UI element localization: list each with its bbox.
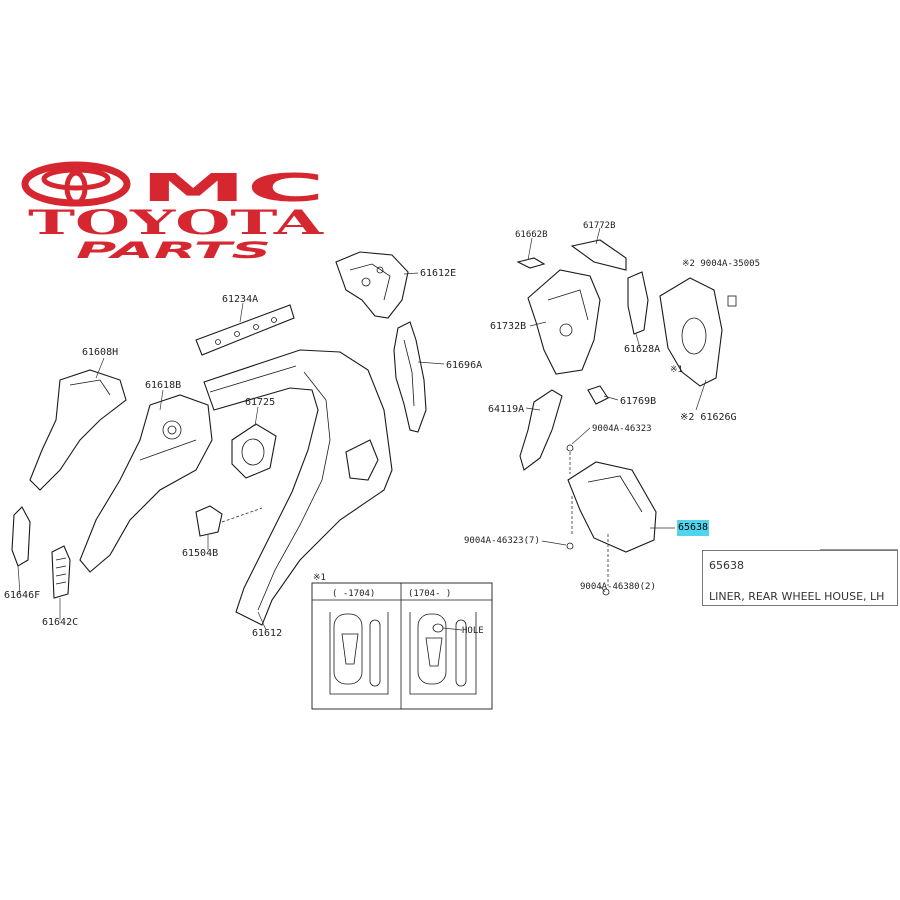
- part-61642C[interactable]: [51, 545, 71, 599]
- callout-9004A-46323[interactable]: 9004A-46323: [592, 424, 652, 434]
- callout-9004A-35005[interactable]: ※2 9004A-35005: [682, 259, 760, 269]
- callout-61618B[interactable]: 61618B: [145, 380, 181, 391]
- callout-61732B[interactable]: 61732B: [490, 321, 526, 332]
- inset-detail: ※1 ( -1704) (1704- ) HOLE: [311, 573, 493, 710]
- callout-9004A-46323-7[interactable]: 9004A-46323(7): [464, 536, 540, 546]
- part-61612-quarter-panel[interactable]: [203, 349, 393, 626]
- part-61662B[interactable]: [516, 257, 546, 269]
- inset-right-range: (1704- ): [408, 589, 451, 599]
- part-61612E[interactable]: [335, 251, 409, 319]
- logo-mc: MC: [140, 166, 325, 210]
- tooltip-part-description: LINER, REAR WHEEL HOUSE, LH: [709, 590, 885, 603]
- omc-logo: MC TOYOTA PARTS: [21, 161, 325, 264]
- part-61769B[interactable]: [587, 385, 609, 405]
- callout-61626G[interactable]: ※2 61626G: [680, 412, 737, 423]
- part-61608H[interactable]: [29, 369, 127, 491]
- inset-left-view: [329, 612, 389, 695]
- inset-left-range: ( -1704): [332, 589, 375, 599]
- part-61628A[interactable]: [627, 271, 649, 335]
- part-61732B[interactable]: [527, 269, 601, 375]
- mark-1: ※1: [670, 365, 683, 375]
- logo-parts: PARTS: [76, 239, 271, 264]
- callout-9004A-46380-2[interactable]: 9004A-46380(2): [580, 582, 656, 592]
- callout-61642C[interactable]: 61642C: [42, 617, 78, 628]
- callout-61612E[interactable]: 61612E: [420, 268, 456, 279]
- part-61626G[interactable]: [659, 277, 737, 387]
- callout-61646F[interactable]: 61646F: [4, 590, 40, 601]
- toyota-emblem-icon: [21, 161, 131, 207]
- inset-title-mark: ※1: [313, 573, 326, 583]
- callout-64119A[interactable]: 64119A: [488, 404, 524, 415]
- callout-61662B[interactable]: 61662B: [515, 230, 548, 240]
- callout-61696A[interactable]: 61696A: [446, 360, 482, 371]
- part-9004A-35005-plug: [727, 295, 737, 307]
- callout-61725[interactable]: 61725: [245, 397, 275, 408]
- callout-61628A[interactable]: 61628A: [624, 344, 660, 355]
- part-61646F[interactable]: [11, 506, 31, 567]
- logo-toyota: TOYOTA: [28, 203, 324, 243]
- callout-65638-highlight[interactable]: 65638: [677, 520, 709, 536]
- callout-61234A[interactable]: 61234A: [222, 294, 258, 305]
- tooltip-part-code: 65638: [709, 559, 744, 572]
- callout-61504B[interactable]: 61504B: [182, 548, 218, 559]
- part-61725-fuel-door[interactable]: [231, 423, 277, 479]
- part-64119A[interactable]: [519, 389, 563, 471]
- part-61504B[interactable]: [195, 505, 263, 537]
- part-61618B[interactable]: [79, 394, 213, 573]
- callout-61772B[interactable]: 61772B: [583, 221, 616, 231]
- callout-61608H[interactable]: 61608H: [82, 347, 118, 358]
- inset-right-view: [409, 612, 477, 695]
- part-65638-liner[interactable]: [566, 444, 657, 596]
- callout-61769B[interactable]: 61769B: [620, 396, 656, 407]
- callout-61612[interactable]: 61612: [252, 628, 282, 639]
- part-tooltip: 65638 LINER, REAR WHEEL HOUSE, LH: [702, 550, 898, 606]
- callout-65638[interactable]: 65638: [677, 522, 709, 533]
- part-61772B[interactable]: [570, 239, 627, 271]
- part-61696A[interactable]: [393, 321, 427, 433]
- inset-hole-label: HOLE: [462, 626, 484, 636]
- part-61234A[interactable]: [195, 304, 295, 356]
- leader-lines: [17, 227, 707, 631]
